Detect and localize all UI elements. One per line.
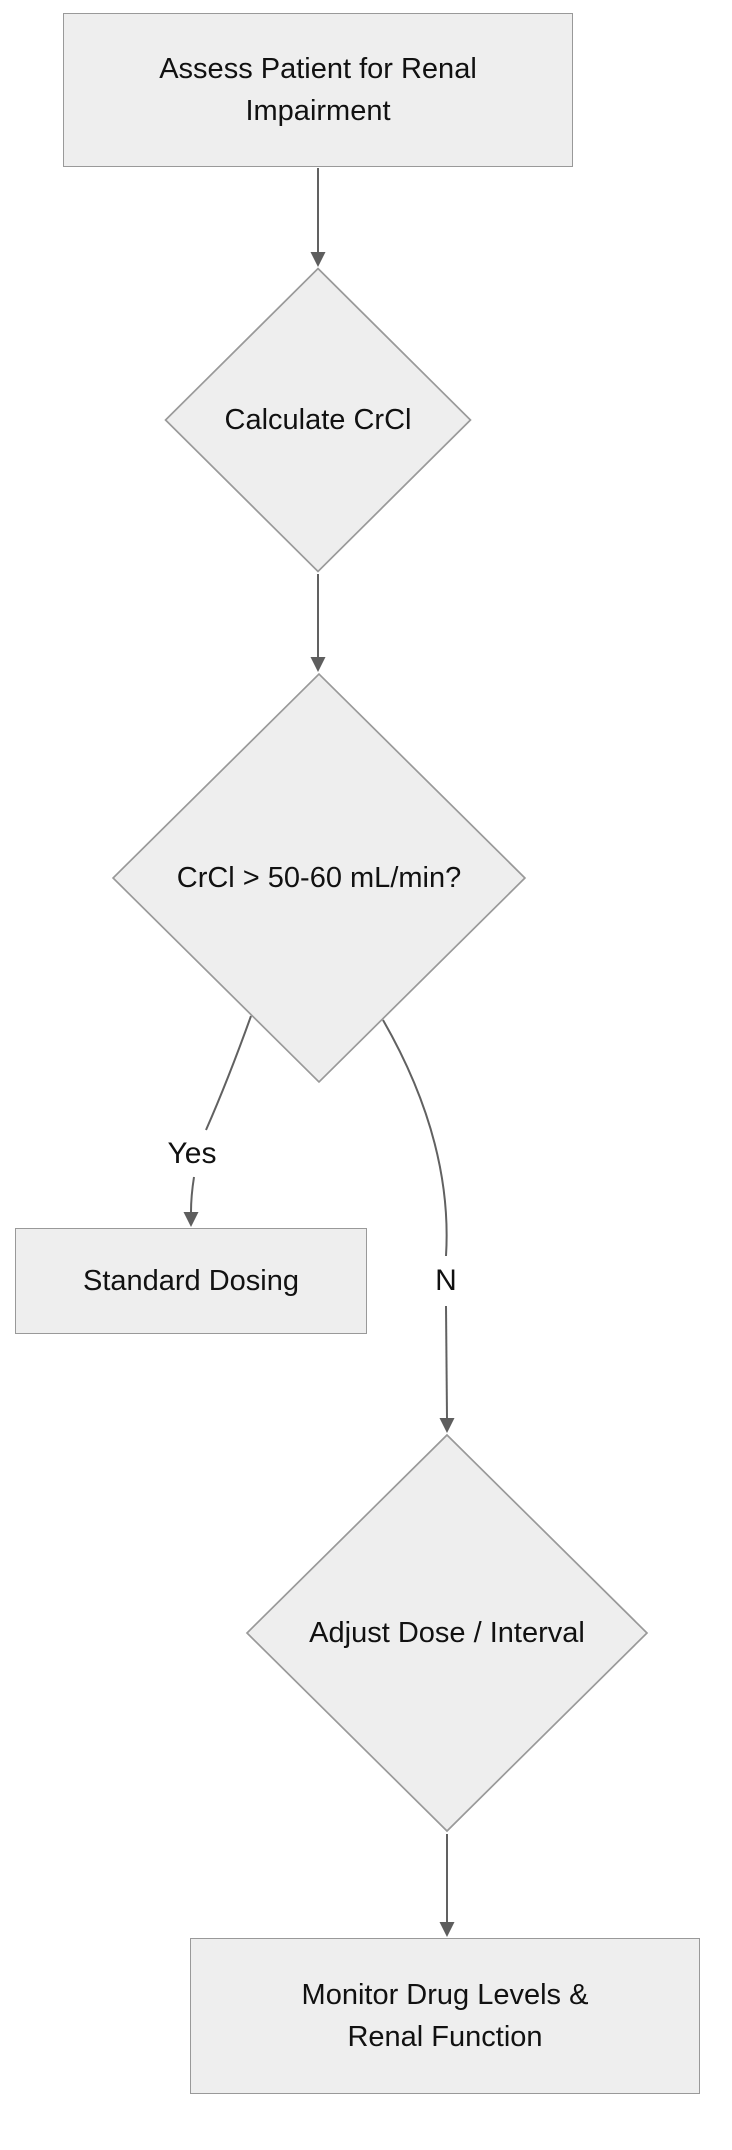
node-label: CrCl > 50-60 mL/min? (176, 862, 462, 894)
node-label: Assess Patient for Renal Impairment (159, 53, 477, 127)
node-crcl-decision: CrCl > 50-60 mL/min? (111, 672, 527, 1084)
arrowhead-icon (439, 1922, 455, 1937)
arrowhead-icon (310, 252, 326, 267)
edge-crcl-to-standard-upper (205, 1015, 252, 1131)
arrowhead-icon (439, 1418, 455, 1433)
node-label: Standard Dosing (82, 1265, 300, 1297)
node-label: Monitor Drug Levels & Renal Function (301, 1979, 589, 2053)
node-label: Adjust Dose / Interval (309, 1617, 585, 1649)
node-adjust-dose-interval: Adjust Dose / Interval (245, 1433, 649, 1833)
diamond-shape (111, 672, 527, 1084)
diamond-shape (164, 267, 472, 573)
edge-label-yes: Yes (163, 1137, 221, 1171)
arrowhead-icon (310, 657, 326, 672)
edge-label-n: N (431, 1264, 461, 1298)
edge-crcl-to-adjust-lower (445, 1305, 448, 1419)
node-label: Calculate CrCl (224, 404, 412, 436)
node-standard-dosing: Standard Dosing (15, 1228, 367, 1334)
arrowhead-icon (183, 1212, 199, 1227)
node-monitor-levels: Monitor Drug Levels & Renal Function (190, 1938, 700, 2094)
node-assess-patient: Assess Patient for Renal Impairment (63, 13, 573, 167)
edge-crcl-to-standard-lower (190, 1176, 195, 1213)
node-calculate-crcl: Calculate CrCl (164, 267, 472, 573)
diamond-shape (245, 1433, 649, 1833)
edge-crcl-to-adjust-upper (382, 1019, 448, 1257)
